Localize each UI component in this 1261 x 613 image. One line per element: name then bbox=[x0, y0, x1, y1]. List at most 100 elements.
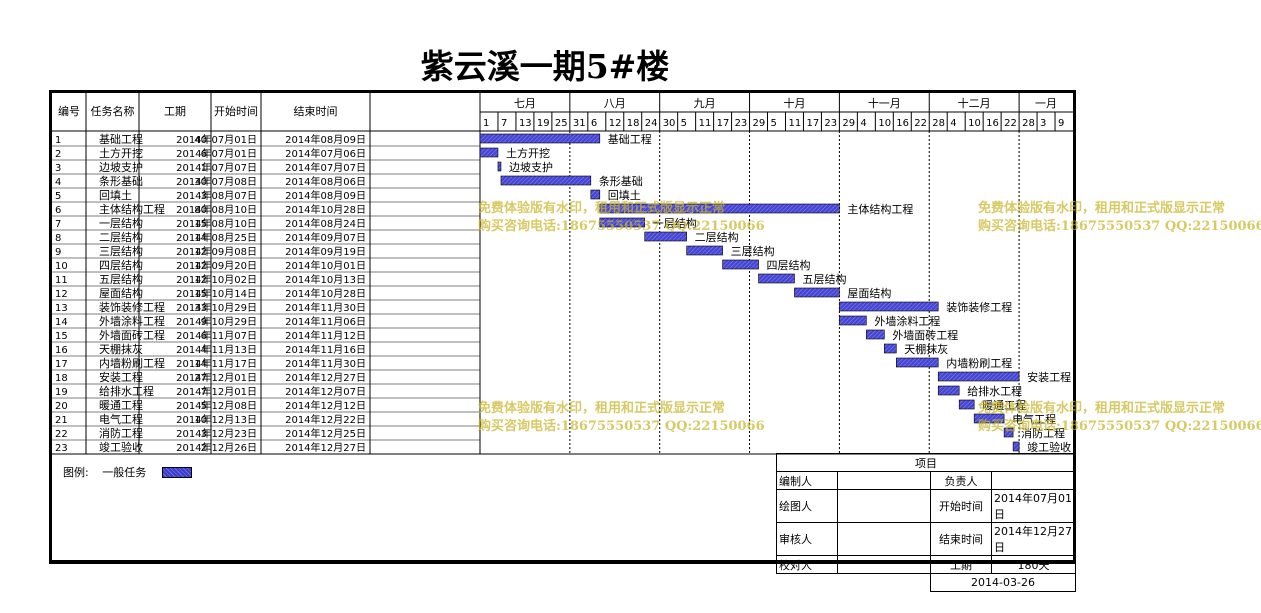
info-drawer-value bbox=[837, 489, 931, 523]
task-end: 2014年10月01日 bbox=[285, 259, 366, 272]
legend-item-label: 一般任务 bbox=[102, 466, 147, 479]
task-id: 15 bbox=[55, 331, 68, 342]
task-name: 安装工程 bbox=[99, 370, 143, 384]
task-id: 20 bbox=[55, 401, 68, 412]
gantt-bar-label: 土方开挖 bbox=[506, 146, 550, 160]
task-duration: 14 bbox=[194, 359, 207, 370]
task-id: 7 bbox=[55, 219, 61, 230]
task-name: 暖通工程 bbox=[99, 399, 143, 412]
info-owner-value bbox=[991, 471, 1076, 490]
month-label: 九月 bbox=[694, 97, 716, 110]
task-start: 2014年09月20日 bbox=[176, 259, 257, 272]
task-id: 11 bbox=[55, 275, 68, 286]
gantt-bar-label: 外墙面砖工程 bbox=[892, 328, 958, 342]
day-tick-label: 5 bbox=[681, 118, 687, 129]
task-start: 2014年07月01日 bbox=[176, 147, 257, 160]
task-id: 4 bbox=[55, 177, 61, 188]
task-id: 9 bbox=[55, 247, 61, 258]
task-duration: 12 bbox=[194, 261, 207, 272]
legend-swatch bbox=[161, 466, 192, 478]
task-id: 18 bbox=[55, 373, 68, 384]
task-name: 消防工程 bbox=[99, 426, 143, 440]
month-label: 十月 bbox=[783, 96, 805, 110]
gantt-bar-label: 回填土 bbox=[608, 188, 641, 202]
task-duration: 40 bbox=[194, 135, 207, 146]
info-end-value: 2014年12月27日 bbox=[991, 522, 1076, 556]
gantt-bar-label: 屋面结构 bbox=[847, 286, 891, 300]
task-start: 2014年10月14日 bbox=[176, 287, 257, 300]
task-duration: 3 bbox=[201, 429, 207, 440]
task-name: 三层结构 bbox=[99, 244, 143, 258]
task-name: 一层结构 bbox=[99, 216, 143, 230]
project-info-table: 项目 编制人 负责人 绘图人 开始时间 2014年07月01日 审核人 结束时间… bbox=[776, 453, 1076, 592]
task-start: 2014年10月29日 bbox=[176, 301, 257, 314]
task-name: 天棚抹灰 bbox=[99, 342, 143, 356]
task-start: 2014年12月13日 bbox=[176, 413, 257, 426]
task-start: 2014年12月01日 bbox=[176, 385, 257, 398]
task-end: 2014年10月28日 bbox=[285, 287, 366, 300]
task-id: 8 bbox=[55, 233, 61, 244]
gantt-bar-label: 给排水工程 bbox=[967, 384, 1022, 398]
column-header-dur: 工期 bbox=[164, 105, 186, 118]
day-tick-label: 28 bbox=[932, 118, 945, 129]
task-duration: 4 bbox=[201, 345, 207, 356]
task-start: 2014年10月02日 bbox=[176, 273, 257, 286]
task-id: 5 bbox=[55, 191, 61, 202]
gantt-bar-label: 主体结构工程 bbox=[847, 202, 913, 216]
info-start-value: 2014年07月01日 bbox=[991, 489, 1076, 523]
task-end: 2014年11月06日 bbox=[285, 315, 366, 328]
column-header-num: 编号 bbox=[58, 104, 80, 118]
day-tick-label: 29 bbox=[753, 118, 766, 129]
info-end-label: 结束时间 bbox=[930, 522, 992, 556]
task-duration: 15 bbox=[194, 289, 207, 300]
task-name: 二层结构 bbox=[99, 230, 143, 244]
task-end: 2014年09月07日 bbox=[285, 231, 366, 244]
gantt-bar bbox=[937, 385, 960, 396]
gantt-bar-label: 三层结构 bbox=[731, 244, 775, 258]
info-checker-value bbox=[837, 555, 931, 574]
month-label: 十一月 bbox=[868, 96, 901, 110]
month-label: 七月 bbox=[514, 97, 536, 110]
task-end: 2014年08月06日 bbox=[285, 175, 366, 188]
task-duration: 6 bbox=[201, 331, 207, 342]
gantt-bar-label: 条形基础 bbox=[599, 174, 643, 188]
task-name: 边坡支护 bbox=[99, 160, 143, 174]
task-id: 16 bbox=[55, 345, 68, 356]
day-tick-label: 10 bbox=[878, 118, 891, 129]
day-tick-label: 11 bbox=[788, 118, 801, 129]
task-start: 2014年12月08日 bbox=[176, 399, 257, 412]
day-tick-label: 10 bbox=[968, 118, 981, 129]
task-end: 2014年08月24日 bbox=[285, 217, 366, 230]
task-start: 2014年08月10日 bbox=[176, 203, 257, 216]
info-checker-label: 校对人 bbox=[776, 555, 838, 574]
task-id: 19 bbox=[55, 387, 68, 398]
watermark-line-1: 免费体验版有水印，租用和正式版显示正常 bbox=[478, 201, 726, 216]
day-tick-label: 4 bbox=[950, 118, 956, 129]
day-tick-label: 16 bbox=[986, 118, 999, 129]
gantt-bar-label: 竣工验收 bbox=[1027, 440, 1071, 454]
task-name: 给排水工程 bbox=[99, 384, 154, 398]
task-end: 2014年09月19日 bbox=[285, 245, 366, 258]
gantt-bar bbox=[686, 245, 723, 256]
info-drawer-label: 绘图人 bbox=[776, 489, 838, 523]
legend-label: 图例: bbox=[63, 466, 89, 479]
task-start: 2014年08月07日 bbox=[176, 189, 257, 202]
task-start: 2014年10月29日 bbox=[176, 315, 257, 328]
info-duration-label: 工期 bbox=[930, 555, 992, 574]
info-editor-label: 编制人 bbox=[776, 471, 838, 490]
day-tick-label: 5 bbox=[771, 118, 777, 129]
gantt-bar bbox=[958, 399, 975, 410]
task-name: 内墙粉刷工程 bbox=[99, 356, 165, 370]
task-start: 2014年12月26日 bbox=[176, 441, 257, 454]
task-start: 2014年07月08日 bbox=[176, 175, 257, 188]
watermark-line-2: 购买咨询电话:18675550537 QQ:22150066 bbox=[478, 419, 765, 434]
gantt-bar bbox=[497, 161, 502, 172]
task-name: 外墙面砖工程 bbox=[99, 328, 165, 342]
task-duration: 7 bbox=[201, 387, 207, 398]
column-header-name: 任务名称 bbox=[91, 104, 135, 118]
task-name: 电气工程 bbox=[99, 412, 143, 426]
task-id: 2 bbox=[55, 149, 61, 160]
task-start: 2014年08月10日 bbox=[176, 217, 257, 230]
day-tick-label: 24 bbox=[645, 118, 658, 129]
